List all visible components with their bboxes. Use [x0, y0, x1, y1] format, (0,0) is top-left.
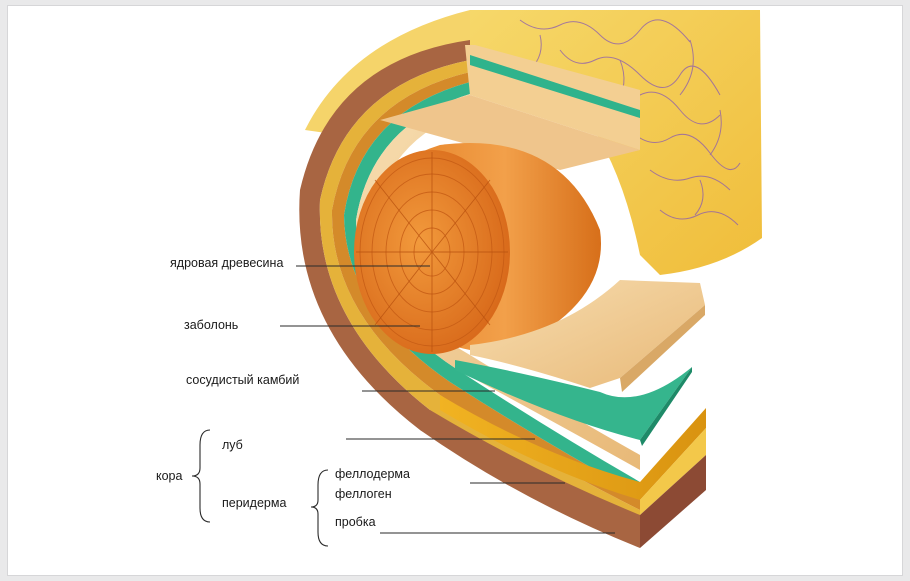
- label-heartwood: ядровая древесина: [170, 256, 283, 270]
- bark-brace: [191, 429, 211, 523]
- peeled-layers: [420, 280, 706, 548]
- label-phelloderm: феллодерма: [335, 467, 410, 481]
- sapwood-notch: [380, 45, 640, 170]
- medullary-rays: [356, 152, 508, 352]
- label-cork: пробка: [335, 515, 376, 529]
- label-periderm: перидерма: [222, 496, 286, 510]
- label-phloem: луб: [222, 438, 243, 452]
- bark-veins: [519, 19, 741, 226]
- label-phellogen: феллоген: [335, 487, 392, 501]
- heartwood-cylinder: [354, 143, 601, 354]
- periderm-brace: [310, 469, 329, 547]
- label-bark: кора: [156, 469, 183, 483]
- label-cambium: сосудистый камбий: [186, 373, 299, 387]
- label-sapwood: заболонь: [184, 318, 238, 332]
